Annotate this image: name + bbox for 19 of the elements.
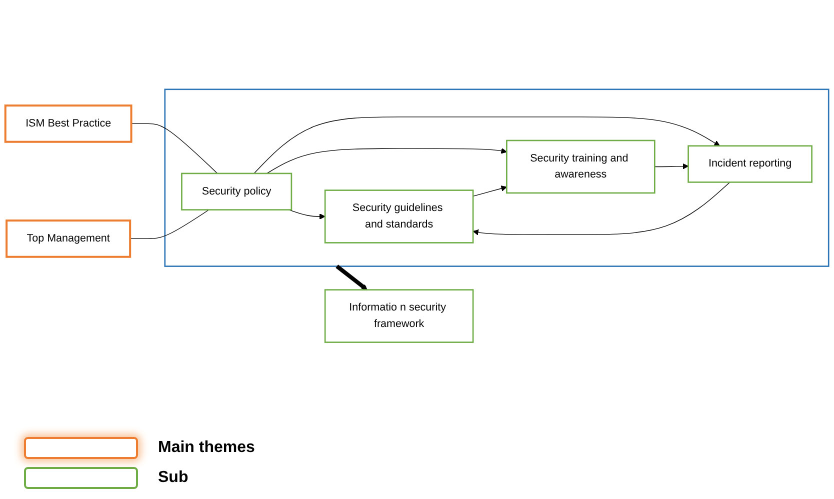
- node-box: Security training and awareness: [506, 140, 656, 194]
- legend-label: Main themes: [158, 439, 255, 457]
- legend-label: Sub: [158, 469, 188, 487]
- connector: [130, 209, 210, 239]
- arrow: [336, 264, 368, 290]
- arrow: [472, 185, 507, 196]
- node-box: Security guidelines and standards: [324, 189, 474, 244]
- arrow: [472, 182, 730, 235]
- node-box: Informatio n security framework: [324, 288, 474, 343]
- arrow: [288, 209, 326, 220]
- node-box: Top Management: [6, 219, 132, 258]
- node-box: Incident reporting: [688, 144, 812, 183]
- node-box: Security policy: [181, 172, 292, 210]
- arrow: [266, 148, 507, 174]
- node-box: ISM Best Practice: [4, 104, 132, 143]
- arrow: [254, 116, 720, 174]
- cluster: [164, 88, 830, 267]
- arrow: [654, 163, 689, 169]
- connector: [130, 123, 218, 174]
